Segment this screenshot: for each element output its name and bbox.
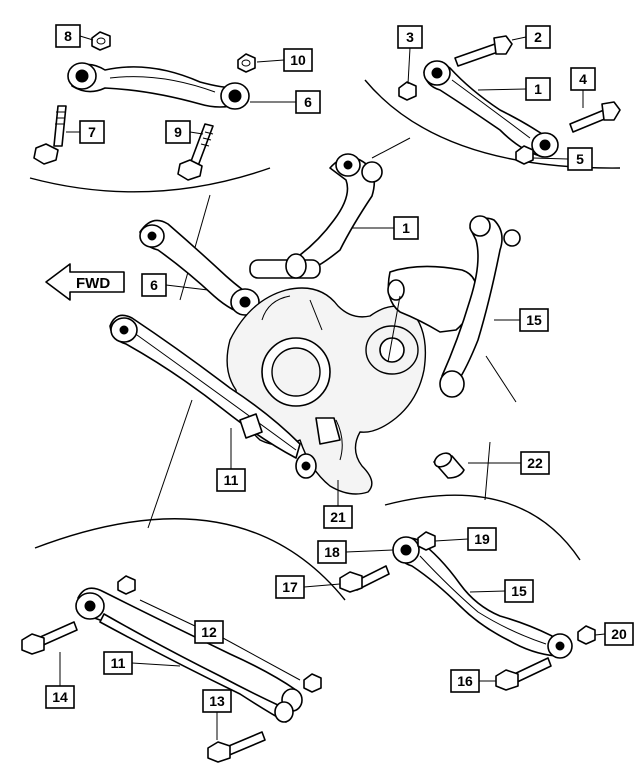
callout-11-center: 11 [224, 472, 239, 488]
callout-1-center: 1 [402, 220, 410, 236]
callout-11-bottom: 11 [111, 655, 126, 671]
bolt-7 [33, 105, 67, 165]
bushing-22 [433, 452, 465, 479]
bolt-16 [495, 657, 552, 691]
nut-10 [237, 53, 256, 73]
bolt-2 [454, 35, 513, 67]
lower-link-11-exploded [75, 587, 303, 723]
nut-19 [417, 531, 436, 551]
callout-19: 19 [474, 531, 490, 547]
callout-12: 12 [201, 624, 217, 640]
arc-top-left [29, 167, 271, 193]
callout-14: 14 [52, 689, 68, 705]
callout-15-bottom: 15 [511, 583, 527, 599]
bolt-13 [207, 731, 266, 763]
callout-2: 2 [534, 29, 542, 45]
callout-13: 13 [209, 693, 225, 709]
callout-10: 10 [290, 52, 306, 68]
bolt-4 [569, 101, 621, 133]
upper-control-arm-6-exploded [67, 62, 250, 110]
callout-5: 5 [576, 151, 584, 167]
callout-17: 17 [282, 579, 298, 595]
callout-9: 9 [174, 124, 182, 140]
nut-12-top [117, 575, 136, 595]
callout-1-top: 1 [534, 81, 542, 97]
callout-16: 16 [457, 673, 473, 689]
callout-21: 21 [330, 509, 346, 525]
callout-18: 18 [324, 544, 340, 560]
knuckle-assembly-21 [109, 153, 521, 495]
arc-bottom-left [34, 518, 346, 601]
nut-20 [577, 625, 596, 645]
callout-22: 22 [527, 455, 543, 471]
fwd-arrow: FWD [45, 263, 125, 301]
callout-6-center: 6 [150, 277, 158, 293]
fwd-label: FWD [76, 275, 110, 292]
callout-7: 7 [88, 124, 96, 140]
upper-control-arm-1-exploded [423, 60, 559, 158]
bolt-17 [339, 565, 390, 593]
nut-8 [91, 31, 111, 51]
nut-3 [398, 81, 417, 101]
callout-12-box [194, 620, 224, 644]
bolt-9 [177, 123, 214, 181]
bolt-14 [21, 621, 78, 655]
rear-arm-15-exploded [392, 536, 573, 659]
nut-12-bottom [303, 673, 322, 693]
callout-8: 8 [64, 28, 72, 44]
callout-3: 3 [406, 29, 414, 45]
nut-5 [515, 145, 534, 165]
callout-15-center: 15 [526, 312, 542, 328]
callout-6-top: 6 [304, 94, 312, 110]
pointer-line-1-section [371, 137, 411, 159]
arc-bottom-right [384, 494, 581, 561]
pointer-line-15b-section [484, 441, 491, 501]
pointer-line-15-section [485, 355, 517, 403]
callout-20: 20 [611, 626, 627, 642]
callout-4: 4 [579, 71, 587, 87]
pointer-line-11-section [147, 399, 193, 529]
